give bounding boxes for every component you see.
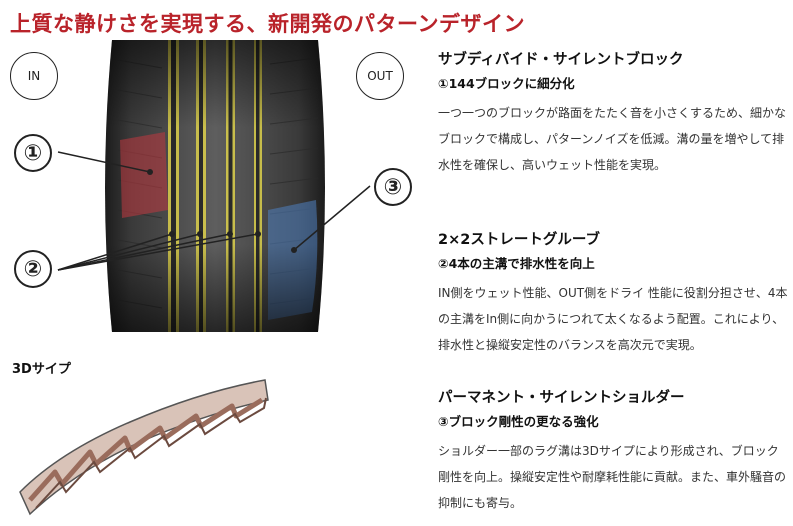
tire-tread-svg [57,40,371,332]
section-1-subtitle: ①144ブロックに細分化 [438,76,575,91]
section-straight-groove: 2×2ストレートグルーブ ②4本の主溝で排水性を向上 IN側をウェット性能、OU… [438,228,788,358]
out-side-label: OUT [356,52,404,100]
section-2-subtitle: ②4本の主溝で排水性を向上 [438,256,595,271]
pointer-lines [57,151,371,271]
pointer-dots [147,169,297,253]
sipe-svg [19,379,269,516]
section-1-body: 一つ一つのブロックが路面をたたく音を小さくするため、細かなブロックで構成し、パタ… [438,106,787,172]
sipe-illustration [0,372,300,522]
page-headline: 上質な静けさを実現する、新開発のパターンデザイン [10,12,525,36]
in-side-label: IN [10,52,58,100]
section-subdivide: サブディバイド・サイレントブロック ①144ブロックに細分化 一つ一つのブロック… [438,48,788,178]
tire-tread-illustration: IN OUT ① ② ③ [0,40,430,340]
section-3-title: パーマネント・サイレントショルダー [438,390,685,406]
sipe-title: 3Dサイプ [12,362,71,377]
section-2-body: IN側をウェット性能、OUT側をドライ 性能に役割分担させ、4本の主溝をIn側に… [438,286,788,352]
sipe-outer-band [19,379,269,516]
marker-2: ② [14,250,52,288]
section-silent-shoulder: パーマネント・サイレントショルダー ③ブロック剛性の更なる強化 ショルダー一部の… [438,386,788,516]
section-1-title: サブディバイド・サイレントブロック [438,52,684,68]
section-3-subtitle: ③ブロック剛性の更なる強化 [438,414,599,429]
section-2-title: 2×2ストレートグルーブ [438,232,600,248]
sipe-zigzag [28,397,264,502]
marker-1: ① [14,134,52,172]
marker-3: ③ [374,168,412,206]
sipe-inner-face [35,397,267,509]
section-3-body: ショルダー一部のラグ溝は3Dサイプにより形成され、ブロック剛性を向上。操縦安定性… [438,444,787,510]
